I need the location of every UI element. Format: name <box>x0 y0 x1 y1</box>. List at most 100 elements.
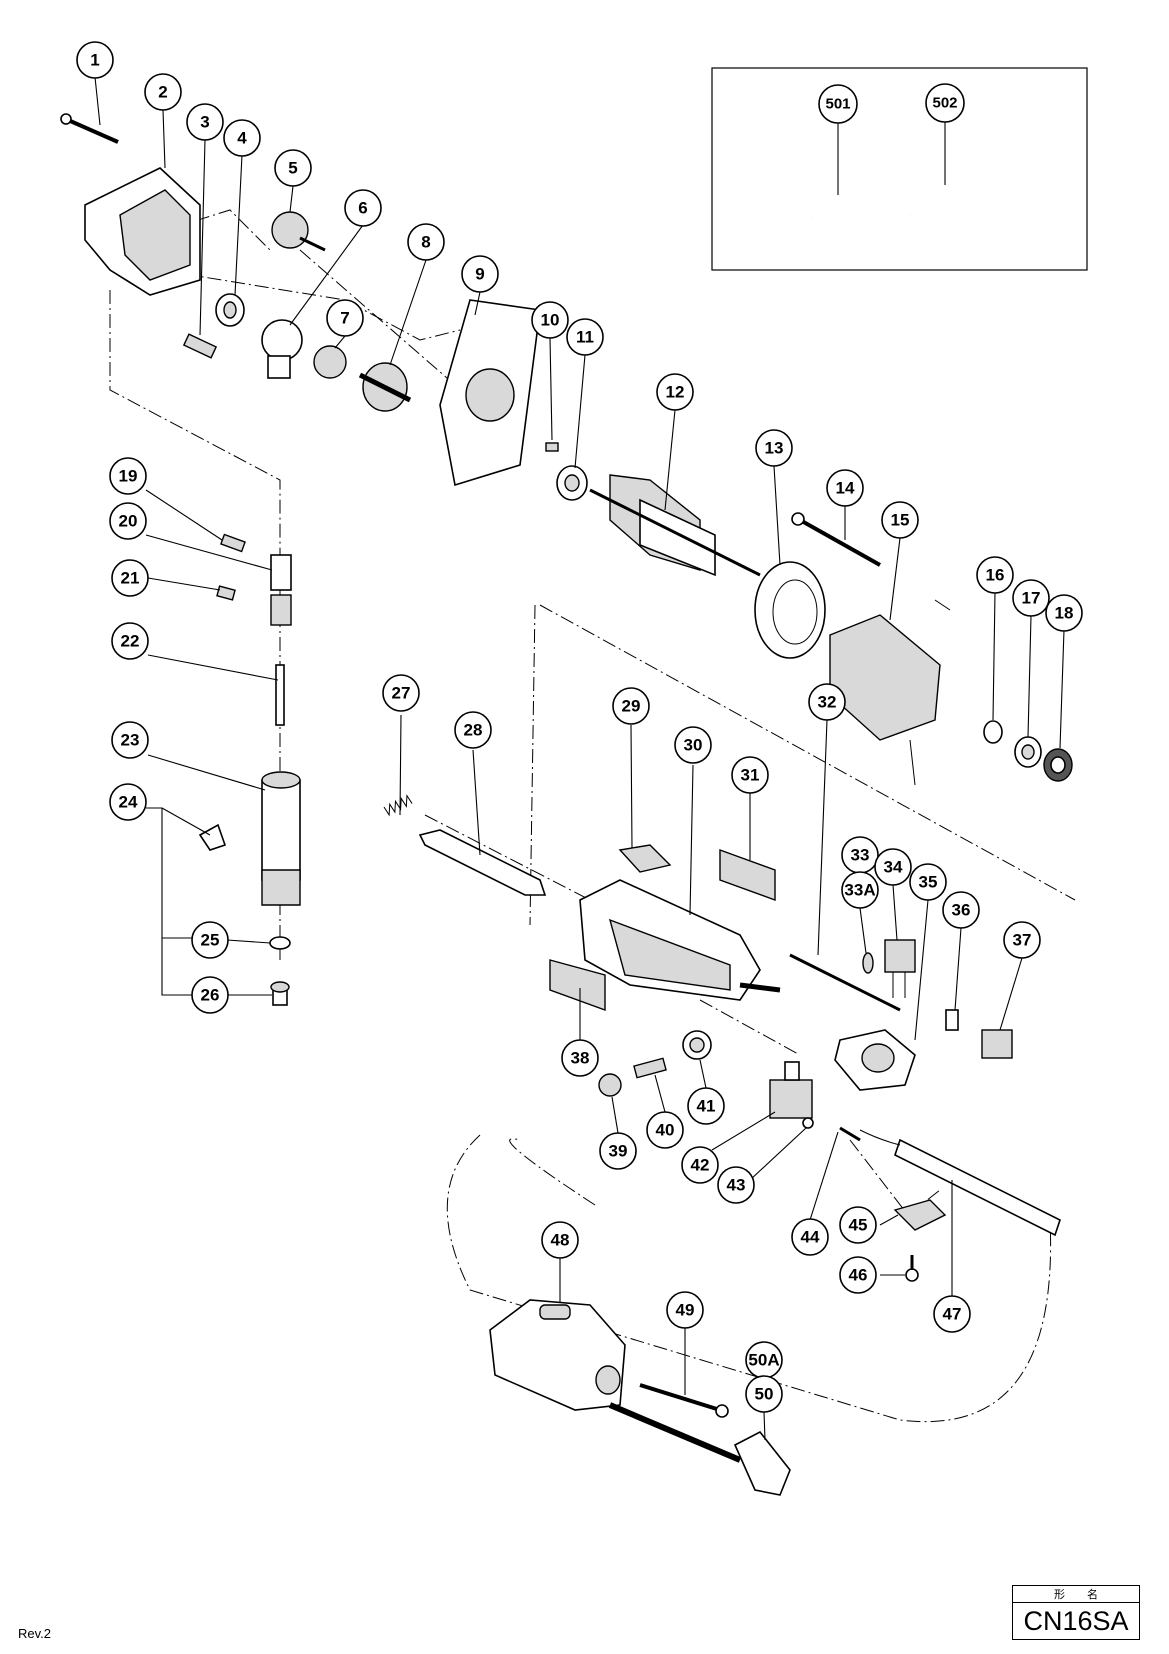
callout-18[interactable]: 18 <box>1045 594 1083 632</box>
svg-text:18: 18 <box>1055 604 1074 623</box>
cord-clip-45 <box>893 1199 947 1231</box>
callout-25[interactable]: 25 <box>191 921 229 959</box>
svg-text:14: 14 <box>836 479 855 498</box>
callout-41[interactable]: 41 <box>687 1087 725 1125</box>
callout-43[interactable]: 43 <box>717 1166 755 1204</box>
tail-cover-48 <box>489 1299 626 1411</box>
callout-22[interactable]: 22 <box>111 622 149 660</box>
callout-31[interactable]: 31 <box>731 756 769 794</box>
callout-28[interactable]: 28 <box>454 711 492 749</box>
callout-20[interactable]: 20 <box>109 502 147 540</box>
svg-text:26: 26 <box>201 986 220 1005</box>
callout-23[interactable]: 23 <box>111 721 149 759</box>
svg-text:48: 48 <box>551 1231 570 1250</box>
svg-text:22: 22 <box>121 632 140 651</box>
callout-1[interactable]: 1 <box>76 41 114 79</box>
die-24 <box>198 823 227 851</box>
callout-19[interactable]: 19 <box>109 457 147 495</box>
svg-text:3: 3 <box>200 113 209 132</box>
brush-holder-41 <box>682 1030 712 1060</box>
svg-text:42: 42 <box>691 1156 710 1175</box>
armature-12 <box>589 474 761 577</box>
cord-armor-44 <box>839 1126 861 1142</box>
svg-text:37: 37 <box>1013 931 1032 950</box>
svg-text:6: 6 <box>358 199 367 218</box>
callout-2[interactable]: 2 <box>144 73 182 111</box>
stator-15 <box>829 599 951 786</box>
svg-text:46: 46 <box>849 1266 868 1285</box>
callout-7[interactable]: 7 <box>326 299 364 337</box>
callout-26[interactable]: 26 <box>191 976 229 1014</box>
callout-9[interactable]: 9 <box>461 255 499 293</box>
callout-3[interactable]: 3 <box>186 103 224 141</box>
callout-35[interactable]: 35 <box>909 863 947 901</box>
svg-text:31: 31 <box>741 766 760 785</box>
callout-33[interactable]: 33 <box>841 836 879 874</box>
title-block-header-left: 形 <box>1054 1588 1065 1601</box>
callout-11[interactable]: 11 <box>566 318 604 356</box>
callout-32[interactable]: 32 <box>808 683 846 721</box>
callout-44[interactable]: 44 <box>791 1218 829 1256</box>
name-plate-38 <box>549 959 606 1011</box>
callout-36[interactable]: 36 <box>942 891 980 929</box>
callout-501[interactable]: 501 <box>818 84 858 124</box>
callout-48[interactable]: 48 <box>541 1221 579 1259</box>
ball-bearing-11 <box>556 465 588 501</box>
callout-4[interactable]: 4 <box>223 119 261 157</box>
callout-502[interactable]: 502 <box>925 83 965 123</box>
callout-50[interactable]: 50 <box>745 1375 783 1413</box>
callout-13[interactable]: 13 <box>755 429 793 467</box>
callout-33a[interactable]: 33A <box>841 871 879 909</box>
screw-36 <box>945 1009 959 1031</box>
callout-39[interactable]: 39 <box>599 1132 637 1170</box>
switch-lever-28 <box>418 829 547 896</box>
callout-24[interactable]: 24 <box>109 783 147 821</box>
brush-cap-39 <box>598 1073 622 1097</box>
callout-29[interactable]: 29 <box>612 687 650 725</box>
callout-34[interactable]: 34 <box>874 848 912 886</box>
svg-text:501: 501 <box>825 96 850 113</box>
callout-14[interactable]: 14 <box>826 469 864 507</box>
revision-label: Rev.2 <box>18 1626 51 1641</box>
callout-16[interactable]: 16 <box>976 556 1014 594</box>
terminal-33 <box>862 952 874 974</box>
callout-50a[interactable]: 50A <box>745 1341 783 1379</box>
svg-text:28: 28 <box>464 721 483 740</box>
ball-bearing-4 <box>215 293 245 327</box>
callout-21[interactable]: 21 <box>111 559 149 597</box>
leader-lines <box>94 76 1065 1441</box>
screw-1 <box>60 113 119 144</box>
ball-bearing-17 <box>1014 736 1042 768</box>
callout-42[interactable]: 42 <box>681 1146 719 1184</box>
screw-43 <box>802 1117 814 1129</box>
svg-text:502: 502 <box>932 95 957 112</box>
svg-text:24: 24 <box>119 793 138 812</box>
svg-text:36: 36 <box>952 901 971 920</box>
needle-bearing-7 <box>313 345 347 379</box>
callout-15[interactable]: 15 <box>881 501 919 539</box>
svg-text:13: 13 <box>765 439 784 458</box>
callout-46[interactable]: 46 <box>839 1256 877 1294</box>
callout-45[interactable]: 45 <box>839 1206 877 1244</box>
callout-6[interactable]: 6 <box>344 189 382 227</box>
svg-text:27: 27 <box>392 684 411 703</box>
svg-text:49: 49 <box>676 1301 695 1320</box>
callout-17[interactable]: 17 <box>1012 579 1050 617</box>
callout-30[interactable]: 30 <box>674 726 712 764</box>
svg-text:21: 21 <box>121 569 140 588</box>
callout-10[interactable]: 10 <box>531 301 569 339</box>
tapping-screw-14 <box>791 512 881 567</box>
callout-37[interactable]: 37 <box>1003 921 1041 959</box>
callout-27[interactable]: 27 <box>382 674 420 712</box>
callout-47[interactable]: 47 <box>933 1295 971 1333</box>
callout-40[interactable]: 40 <box>646 1111 684 1149</box>
callout-12[interactable]: 12 <box>656 373 694 411</box>
callout-8[interactable]: 8 <box>407 223 445 261</box>
callout-38[interactable]: 38 <box>561 1039 599 1077</box>
callout-49[interactable]: 49 <box>666 1291 704 1329</box>
svg-text:33: 33 <box>851 846 870 865</box>
svg-text:35: 35 <box>919 873 938 892</box>
callout-5[interactable]: 5 <box>274 149 312 187</box>
svg-text:9: 9 <box>475 265 484 284</box>
svg-text:25: 25 <box>201 931 220 950</box>
